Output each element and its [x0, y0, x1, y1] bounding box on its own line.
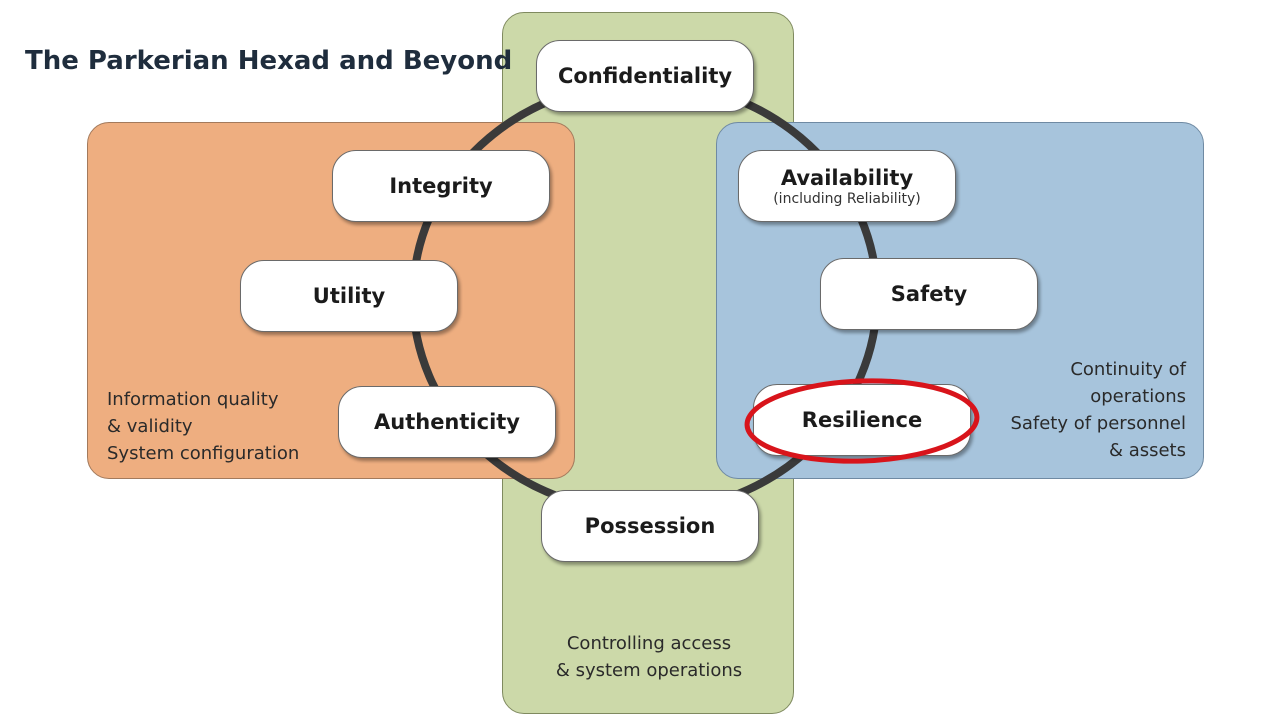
- note-line: Safety of personnel: [1010, 413, 1186, 434]
- note-line: Controlling access: [566, 633, 732, 654]
- note-line: & assets: [1108, 440, 1186, 461]
- availability-node: Availability (including Reliability): [738, 150, 956, 222]
- safety-node: Safety: [820, 258, 1038, 330]
- utility-label: Utility: [312, 284, 386, 308]
- possession-node: Possession: [541, 490, 759, 562]
- availability-label: Availability: [780, 165, 914, 190]
- confidentiality-label: Confidentiality: [557, 64, 733, 88]
- slide-title: The Parkerian Hexad and Beyond: [25, 46, 513, 76]
- resilience-label: Resilience: [801, 408, 923, 432]
- utility-node: Utility: [240, 260, 458, 332]
- information-quality-note: Information quality & validity System co…: [107, 386, 299, 467]
- note-line: & system operations: [555, 660, 743, 681]
- note-line: Information quality: [107, 389, 279, 410]
- availability-sublabel: (including Reliability): [773, 190, 921, 207]
- safety-label: Safety: [890, 282, 968, 306]
- note-line: System configuration: [107, 443, 300, 464]
- continuity-note: Continuity of operations Safety of perso…: [990, 356, 1186, 464]
- access-control-note: Controlling access & system operations: [540, 630, 758, 684]
- note-line: Continuity of: [1070, 359, 1186, 380]
- note-line: & validity: [107, 416, 193, 437]
- note-line: operations: [1090, 386, 1186, 407]
- red-highlight-circle: [744, 378, 980, 464]
- integrity-label: Integrity: [389, 174, 493, 198]
- integrity-node: Integrity: [332, 150, 550, 222]
- possession-label: Possession: [584, 514, 716, 538]
- confidentiality-node: Confidentiality: [536, 40, 754, 112]
- authenticity-node: Authenticity: [338, 386, 556, 458]
- authenticity-label: Authenticity: [374, 410, 520, 434]
- resilience-node: Resilience: [753, 384, 971, 456]
